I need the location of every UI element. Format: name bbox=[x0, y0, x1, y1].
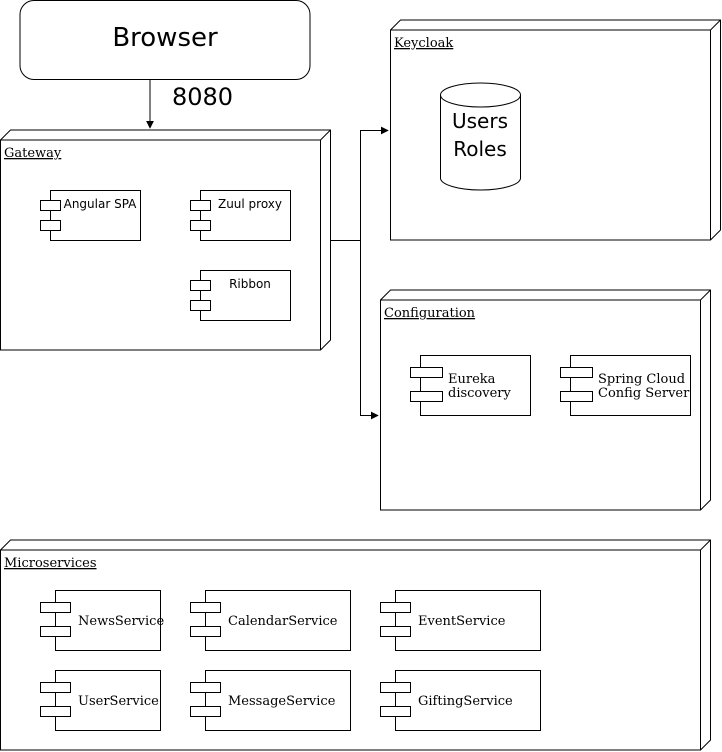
gateway-fanout-edges bbox=[330, 126, 389, 420]
component-label-line2: discovery bbox=[448, 386, 512, 401]
keycloak-title: Keycloak bbox=[394, 36, 453, 51]
service-label: GiftingService bbox=[418, 694, 513, 709]
configuration-title: Configuration bbox=[384, 306, 476, 321]
configuration-node: Configuration Eureka discovery Spring Cl… bbox=[380, 289, 711, 511]
service-label: CalendarService bbox=[228, 614, 338, 629]
service-event: EventService bbox=[380, 590, 541, 651]
service-user: UserService bbox=[40, 670, 161, 731]
configuration-component-eureka: Eureka discovery bbox=[410, 355, 531, 416]
service-label: MessageService bbox=[228, 694, 336, 709]
keycloak-node: Keycloak Users Roles bbox=[390, 19, 721, 241]
gateway-to-configuration-edge bbox=[360, 240, 379, 420]
service-message: MessageService bbox=[190, 670, 351, 731]
service-news: NewsService bbox=[40, 590, 164, 651]
component-label-line1: Eureka bbox=[448, 372, 496, 387]
gateway-node: Gateway Angular SPA Zuul proxy Ribbon bbox=[0, 129, 331, 351]
gateway-component-ribbon: Ribbon bbox=[190, 270, 291, 321]
gateway-title: Gateway bbox=[4, 146, 62, 161]
component-label-line1: Spring Cloud bbox=[598, 372, 685, 387]
component-label: Angular SPA bbox=[64, 197, 138, 211]
gateway-component-angular-spa: Angular SPA bbox=[40, 190, 141, 241]
db-line-users: Users bbox=[452, 109, 508, 133]
browser-label: Browser bbox=[112, 23, 218, 53]
service-calendar: CalendarService bbox=[190, 590, 351, 651]
service-gifting: GiftingService bbox=[380, 670, 541, 731]
component-label-line2: Config Server bbox=[598, 386, 690, 401]
microservices-node: Microservices NewsService CalendarServic… bbox=[0, 539, 711, 751]
component-label: Zuul proxy bbox=[218, 197, 282, 211]
gateway-component-zuul-proxy: Zuul proxy bbox=[190, 190, 291, 241]
component-label: Ribbon bbox=[229, 277, 271, 291]
service-label: EventService bbox=[418, 614, 506, 629]
microservices-title: Microservices bbox=[4, 556, 97, 571]
browser-node: Browser bbox=[19, 0, 311, 80]
service-label: UserService bbox=[78, 694, 159, 709]
service-label: NewsService bbox=[78, 614, 164, 629]
port-label: 8080 bbox=[172, 83, 233, 111]
db-line-roles: Roles bbox=[453, 137, 507, 161]
gateway-to-keycloak-edge bbox=[330, 126, 389, 241]
configuration-component-spring-cloud-config: Spring Cloud Config Server bbox=[560, 355, 691, 416]
database-icon: Users Roles bbox=[440, 82, 521, 191]
